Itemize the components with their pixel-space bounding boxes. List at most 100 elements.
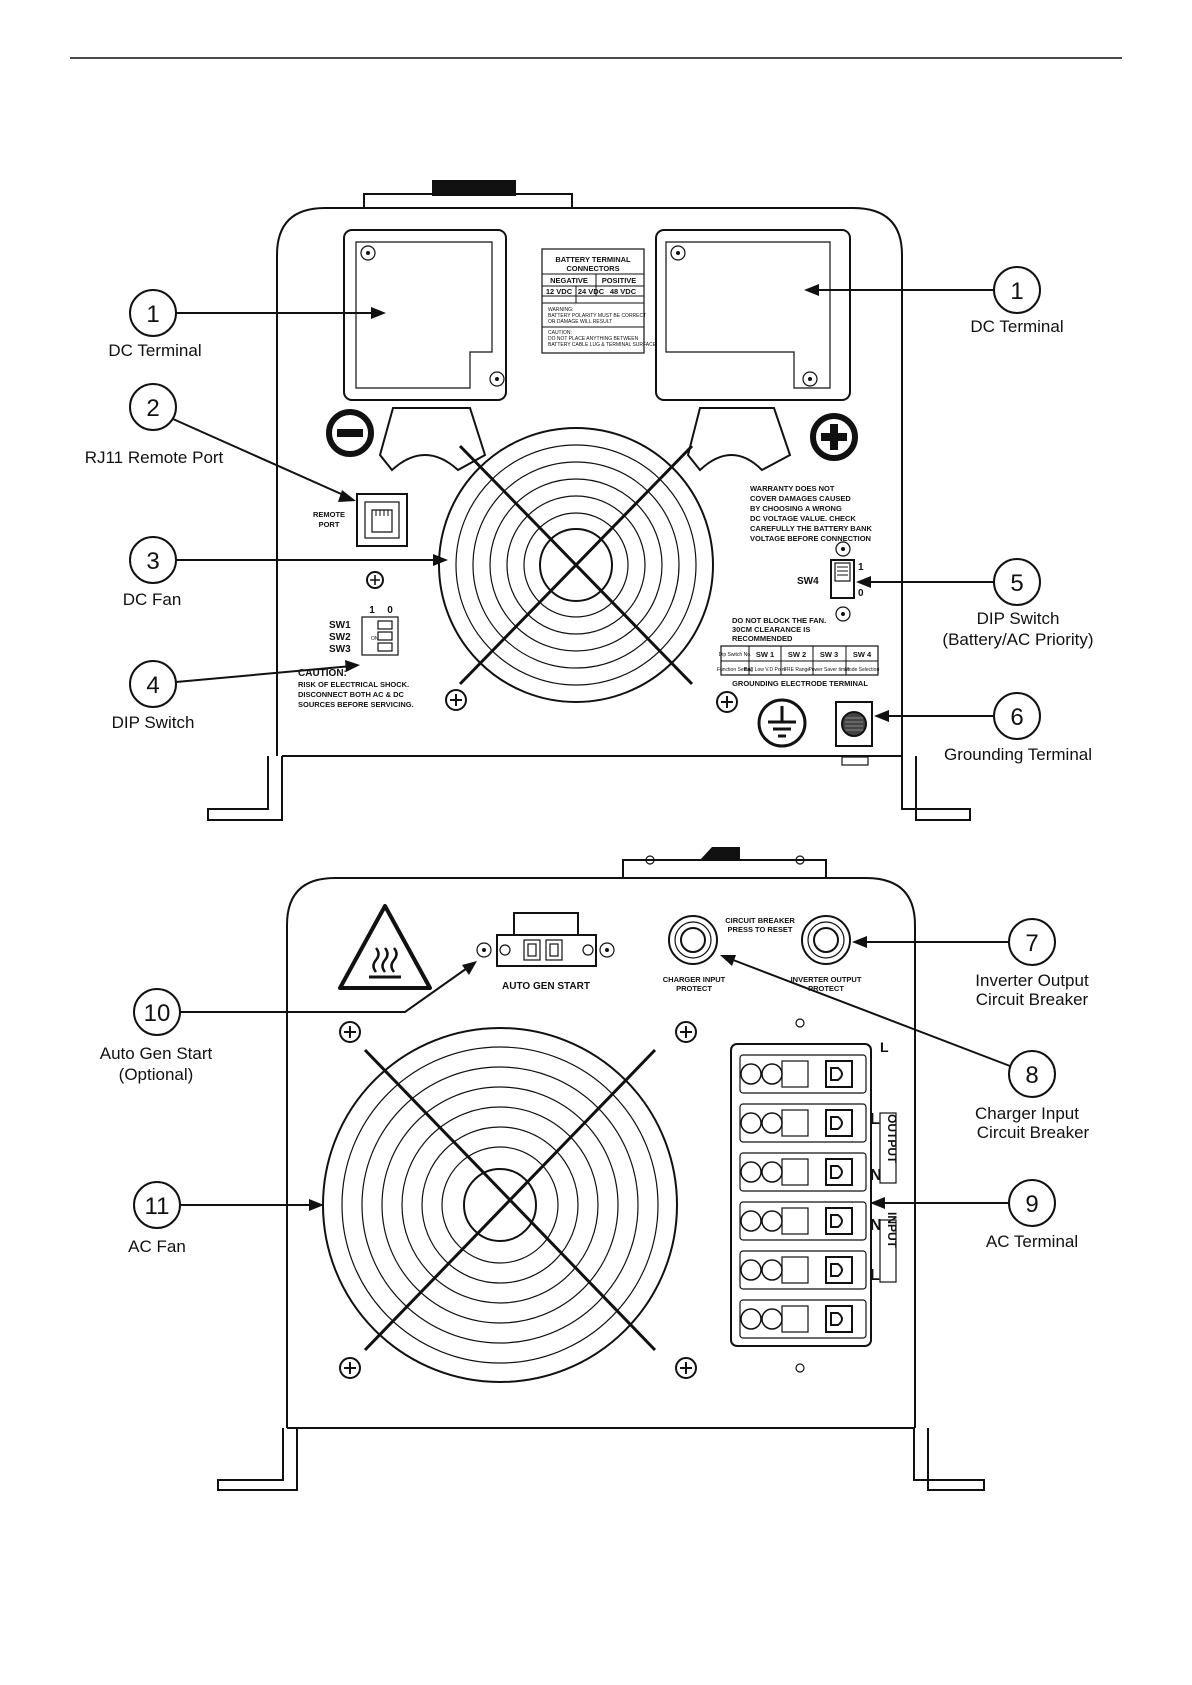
- callout-10: 10 Auto Gen Start (Optional): [100, 961, 477, 1084]
- dc-fan-screw-left: [445, 689, 467, 711]
- dc-fan: [438, 427, 714, 703]
- ground-icon: [757, 698, 807, 748]
- svg-text:DIP Switch: DIP Switch: [977, 609, 1060, 628]
- callout-6: 6 Grounding Terminal: [874, 692, 1092, 764]
- sw4-switch: SW4 1 0: [797, 541, 864, 622]
- svg-text:Auto Gen Start: Auto Gen Start: [100, 1044, 213, 1063]
- svg-text:RECOMMENDED: RECOMMENDED: [732, 634, 793, 643]
- svg-text:INPUT: INPUT: [885, 1212, 899, 1249]
- inverter-output-breaker: INVERTER OUTPUT PROTECT: [791, 915, 862, 993]
- svg-text:AUTO GEN START: AUTO GEN START: [502, 981, 590, 992]
- svg-text:OR DAMAGE WILL RESULT: OR DAMAGE WILL RESULT: [548, 319, 612, 325]
- svg-text:1: 1: [858, 562, 864, 573]
- svg-text:N: N: [870, 1167, 882, 1184]
- svg-text:PRESS TO RESET: PRESS TO RESET: [728, 925, 793, 934]
- svg-text:1: 1: [1010, 278, 1023, 305]
- svg-text:RISK OF ELECTRICAL SHOCK.: RISK OF ELECTRICAL SHOCK.: [298, 680, 409, 689]
- callout-3: 3 DC Fan: [123, 536, 448, 609]
- callout-1-left: 1 DC Terminal: [108, 289, 386, 360]
- dip-switch-block: 1 0 SW1 SW2 SW3 ON: [329, 605, 399, 656]
- ac-terminal-block: L L N N L OUTPUT INPUT: [730, 1018, 899, 1373]
- svg-text:L: L: [880, 1039, 889, 1055]
- callout-5: 5 DIP Switch (Battery/AC Priority): [856, 558, 1094, 649]
- svg-text:SW 3: SW 3: [820, 650, 838, 659]
- svg-text:GROUNDING ELECTRODE TERMINAL: GROUNDING ELECTRODE TERMINAL: [732, 679, 868, 688]
- svg-text:CAREFULLY THE BATTERY BANK: CAREFULLY THE BATTERY BANK: [750, 524, 873, 533]
- svg-text:CAUTION:: CAUTION:: [548, 330, 572, 336]
- ac-fan-screw: [339, 1021, 697, 1379]
- dc-mount-foot-right: [901, 756, 971, 821]
- svg-text:Inverter Output: Inverter Output: [975, 971, 1089, 990]
- svg-text:CIRCUIT BREAKER: CIRCUIT BREAKER: [725, 916, 795, 925]
- svg-text:N: N: [870, 1217, 882, 1234]
- dip-switch-function-table: Dip Switch No. SW 1 SW 2 SW 3 SW 4 Funct…: [717, 645, 880, 688]
- negative-polarity-icon: [326, 409, 374, 457]
- ac-terminal-row: [739, 1152, 867, 1192]
- svg-text:Grounding Terminal: Grounding Terminal: [944, 745, 1092, 764]
- ac-panel: AUTO GEN START CHARGER INPUT PROTECT CIR…: [217, 847, 985, 1491]
- callout-11: 11 AC Fan: [128, 1181, 324, 1256]
- svg-text:Mode Selection: Mode Selection: [845, 667, 880, 673]
- callout-4: 4 DIP Switch: [112, 660, 360, 732]
- dc-mount-foot-left: [207, 756, 283, 821]
- svg-text:SW4: SW4: [797, 576, 819, 587]
- dc-terminal-positive: [655, 229, 851, 472]
- svg-text:SW 2: SW 2: [788, 650, 806, 659]
- svg-text:(Optional): (Optional): [119, 1065, 194, 1084]
- callout-9: 9 AC Terminal: [870, 1179, 1078, 1251]
- svg-text:6: 6: [1010, 704, 1023, 731]
- svg-text:NEGATIVE: NEGATIVE: [550, 276, 588, 285]
- svg-text:BATTERY CABLE LUG & TERMINAL S: BATTERY CABLE LUG & TERMINAL SURFACE: [548, 342, 657, 348]
- svg-text:10: 10: [144, 1000, 171, 1027]
- svg-text:DO NOT PLACE ANYTHING BETWEEN: DO NOT PLACE ANYTHING BETWEEN: [548, 336, 639, 342]
- svg-text:AC Fan: AC Fan: [128, 1237, 186, 1256]
- svg-text:7: 7: [1025, 930, 1038, 957]
- fan-clearance-notice: DO NOT BLOCK THE FAN. 30CM CLEARANCE IS …: [732, 616, 826, 643]
- callout-2: 2 RJ11 Remote Port: [85, 383, 356, 502]
- warranty-notice: WARRANTY DOES NOT COVER DAMAGES CAUSED B…: [750, 484, 873, 543]
- shock-caution-text: CAUTION: RISK OF ELECTRICAL SHOCK. DISCO…: [298, 668, 414, 709]
- svg-text:DO NOT BLOCK THE FAN.: DO NOT BLOCK THE FAN.: [732, 616, 826, 625]
- svg-text:OUTPUT: OUTPUT: [885, 1114, 899, 1164]
- ac-fan: [322, 1027, 678, 1383]
- svg-text:5: 5: [1010, 570, 1023, 597]
- svg-text:DC Terminal: DC Terminal: [108, 341, 201, 360]
- svg-text:12 VDC: 12 VDC: [546, 287, 573, 296]
- circuit-breaker-note: CIRCUIT BREAKER PRESS TO RESET: [725, 916, 795, 934]
- svg-text:CHARGER INPUT: CHARGER INPUT: [663, 975, 726, 984]
- svg-text:COVER DAMAGES CAUSED: COVER DAMAGES CAUSED: [750, 494, 851, 503]
- svg-text:RJ11 Remote Port: RJ11 Remote Port: [85, 448, 224, 467]
- svg-text:SOURCES BEFORE SERVICING.: SOURCES BEFORE SERVICING.: [298, 700, 414, 709]
- svg-text:8: 8: [1025, 1062, 1038, 1089]
- svg-text:4: 4: [146, 672, 159, 699]
- dc-fan-screw-right: [716, 691, 738, 713]
- ac-mount-foot-left: [217, 1428, 298, 1491]
- svg-text:1: 1: [146, 301, 159, 328]
- dc-panel: BATTERY TERMINAL CONNECTORS NEGATIVE POS…: [207, 180, 971, 821]
- svg-text:PORT: PORT: [319, 520, 340, 529]
- svg-text:BATTERY TERMINAL: BATTERY TERMINAL: [555, 255, 631, 264]
- battery-terminal-label: BATTERY TERMINAL CONNECTORS NEGATIVE POS…: [541, 248, 657, 354]
- svg-text:INVERTER OUTPUT: INVERTER OUTPUT: [791, 975, 862, 984]
- svg-text:DIP Switch: DIP Switch: [112, 713, 195, 732]
- ac-terminal-row: [739, 1201, 867, 1241]
- svg-text:30CM CLEARANCE IS: 30CM CLEARANCE IS: [732, 625, 810, 634]
- grounding-terminal: [835, 701, 873, 747]
- svg-text:REMOTE: REMOTE: [313, 510, 345, 519]
- hot-surface-warning-icon: [338, 904, 432, 990]
- svg-text:WARNING:: WARNING:: [548, 307, 573, 313]
- svg-text:Circuit Breaker: Circuit Breaker: [977, 1123, 1090, 1142]
- svg-text:Charger Input: Charger Input: [975, 1104, 1079, 1123]
- svg-text:DC Fan: DC Fan: [123, 590, 182, 609]
- ac-mount-foot-right: [913, 1428, 985, 1491]
- ac-terminal-row: [739, 1054, 867, 1094]
- svg-text:0: 0: [858, 588, 864, 599]
- svg-text:Function Setting: Function Setting: [717, 667, 753, 673]
- ac-terminal-row: [739, 1103, 867, 1143]
- callout-1-right: 1 DC Terminal: [804, 266, 1064, 336]
- svg-text:PROTECT: PROTECT: [676, 984, 712, 993]
- svg-text:L: L: [870, 1267, 880, 1284]
- svg-text:9: 9: [1025, 1191, 1038, 1218]
- svg-text:2: 2: [146, 395, 159, 422]
